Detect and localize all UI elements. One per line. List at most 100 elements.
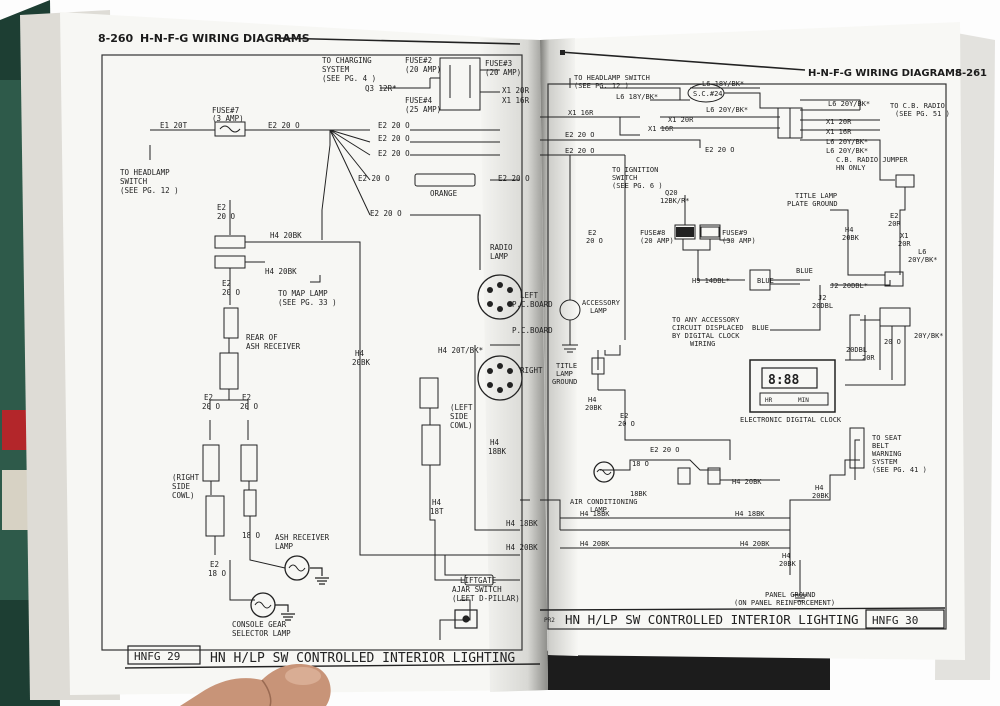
label: 18 O [632,460,649,468]
label: (20 AMP) [640,237,674,245]
label: 20BK [585,404,603,412]
digital-clock: 8:88 HR MIN [749,359,836,413]
right-header-rule [559,51,806,71]
label: (SEE PG. 33 ) [278,298,337,307]
label: TO C.B. RADIO [890,102,945,110]
label: LEFT [520,291,539,300]
switch-icon [454,609,478,629]
cover-art-gauge [2,470,30,530]
label: (SEE PG. 12 ) [120,186,179,195]
right-frame [547,83,947,630]
cover-art-red [2,410,30,450]
label: TO CHARGING [322,56,372,65]
fuse-icon [676,226,720,238]
label: X1 16R [648,125,674,133]
label: H4 18BK [506,519,538,528]
label: (20 AMP) [405,65,441,74]
label: E2 20 O [565,131,595,139]
label: FUSE#4 [405,96,433,105]
label: H4 20BK [506,543,538,552]
left-footer-code: HNFG 29 [134,650,180,663]
left-wiring [149,57,530,640]
label: (SEE PG. 6 ) [612,182,663,190]
right-page-header: H-N-F-G WIRING DIAGRAMS [808,68,962,79]
label: ASH RECEIVER [275,533,330,542]
label: E2 20 O [565,147,595,155]
label: X1 20R [826,118,852,126]
label: FUSE#7 [212,106,239,115]
label: 20R [862,354,875,362]
label: E2 [217,203,226,212]
label: H4 20T/BK* [438,346,483,355]
label: TITLE LAMP [795,192,837,200]
right-wiring [540,78,915,602]
left-labels: TO CHARGING SYSTEM (SEE PG. 4 ) FUSE#2 (… [120,56,553,638]
label: L6 20Y/BK* [826,147,868,155]
label: GROUND [552,378,577,386]
gutter-right-shadow [540,38,578,656]
label: 20DBL [846,346,867,354]
label: L6 [918,248,926,256]
label: LIFTGATE [460,576,497,585]
label: X1 16R [568,109,594,117]
right-page [540,22,965,660]
label: BLUE [752,324,769,332]
label: H4 20BK [265,267,297,276]
right-footer-mark: PR2 [544,617,555,624]
label: 20BK [779,560,797,568]
label: WARNING [872,450,902,458]
label: E2 [890,212,898,220]
clock-digits: 8:88 [768,373,799,388]
label: 20Y/BK* [914,332,944,340]
label: 20Y/BK* [908,256,938,264]
label: 20 O [202,402,221,411]
label: L6 20Y/BK* [828,100,870,108]
label: RADIO [490,243,513,252]
label: H4 [432,498,442,507]
label: 20R [888,220,901,228]
label: X1 16R [826,128,852,136]
label: LAMP [590,307,607,315]
right-footer-title: HN H/LP SW CONTROLLED INTERIOR LIGHTING [565,612,859,627]
clock-hr-button: HR [765,397,773,404]
label: E2 20 O [650,446,680,454]
label: TO ANY ACCESSORY [672,316,740,324]
label: C.B. RADIO JUMPER [836,156,908,164]
label: H4 [815,484,823,492]
left-page-number: 8-260 [98,32,134,45]
label: (25 AMP) [405,105,441,114]
label: AIR CONDITIONING [570,498,637,506]
label: 20 O [618,420,635,428]
label: Q20 [665,189,678,197]
right-footer-rule [539,607,946,611]
label: ASH RECEIVER [246,342,301,351]
label: 18BK [488,447,507,456]
right-footer-code: HNFG 30 [872,614,918,627]
label: H4 [490,438,500,447]
label: TO HEADLAMP [120,168,170,177]
label: E2 20 O [268,121,300,130]
label: X1 [900,232,908,240]
label: E2 20 O [378,149,410,158]
label: WIRING [690,340,715,348]
label: (RIGHT [172,473,200,482]
label: FUSE#3 [485,59,512,68]
label: RIGHT [520,366,543,375]
label: 20BK [812,492,830,500]
label: ELECTRONIC DIGITAL CLOCK [740,416,842,424]
label: H4 18BK [580,510,610,518]
label: H4 [782,552,790,560]
label: COWL) [450,421,473,430]
pc-board-connector-icon [477,355,523,401]
label: COWL) [172,491,195,500]
clock-face [761,367,818,389]
label: 18BK [630,490,648,498]
label: X1 20R [668,116,694,124]
label: TITLE [556,362,577,370]
label: (30 AMP) [722,237,756,245]
right-footer: PR2 HN H/LP SW CONTROLLED INTERIOR LIGHT… [539,607,946,629]
label: S.C.#24 [693,90,723,98]
label: (SEE PG. 4 ) [322,74,376,83]
label: FUSE#2 [405,56,432,65]
label: (LEFT D-PILLAR) [452,594,520,603]
